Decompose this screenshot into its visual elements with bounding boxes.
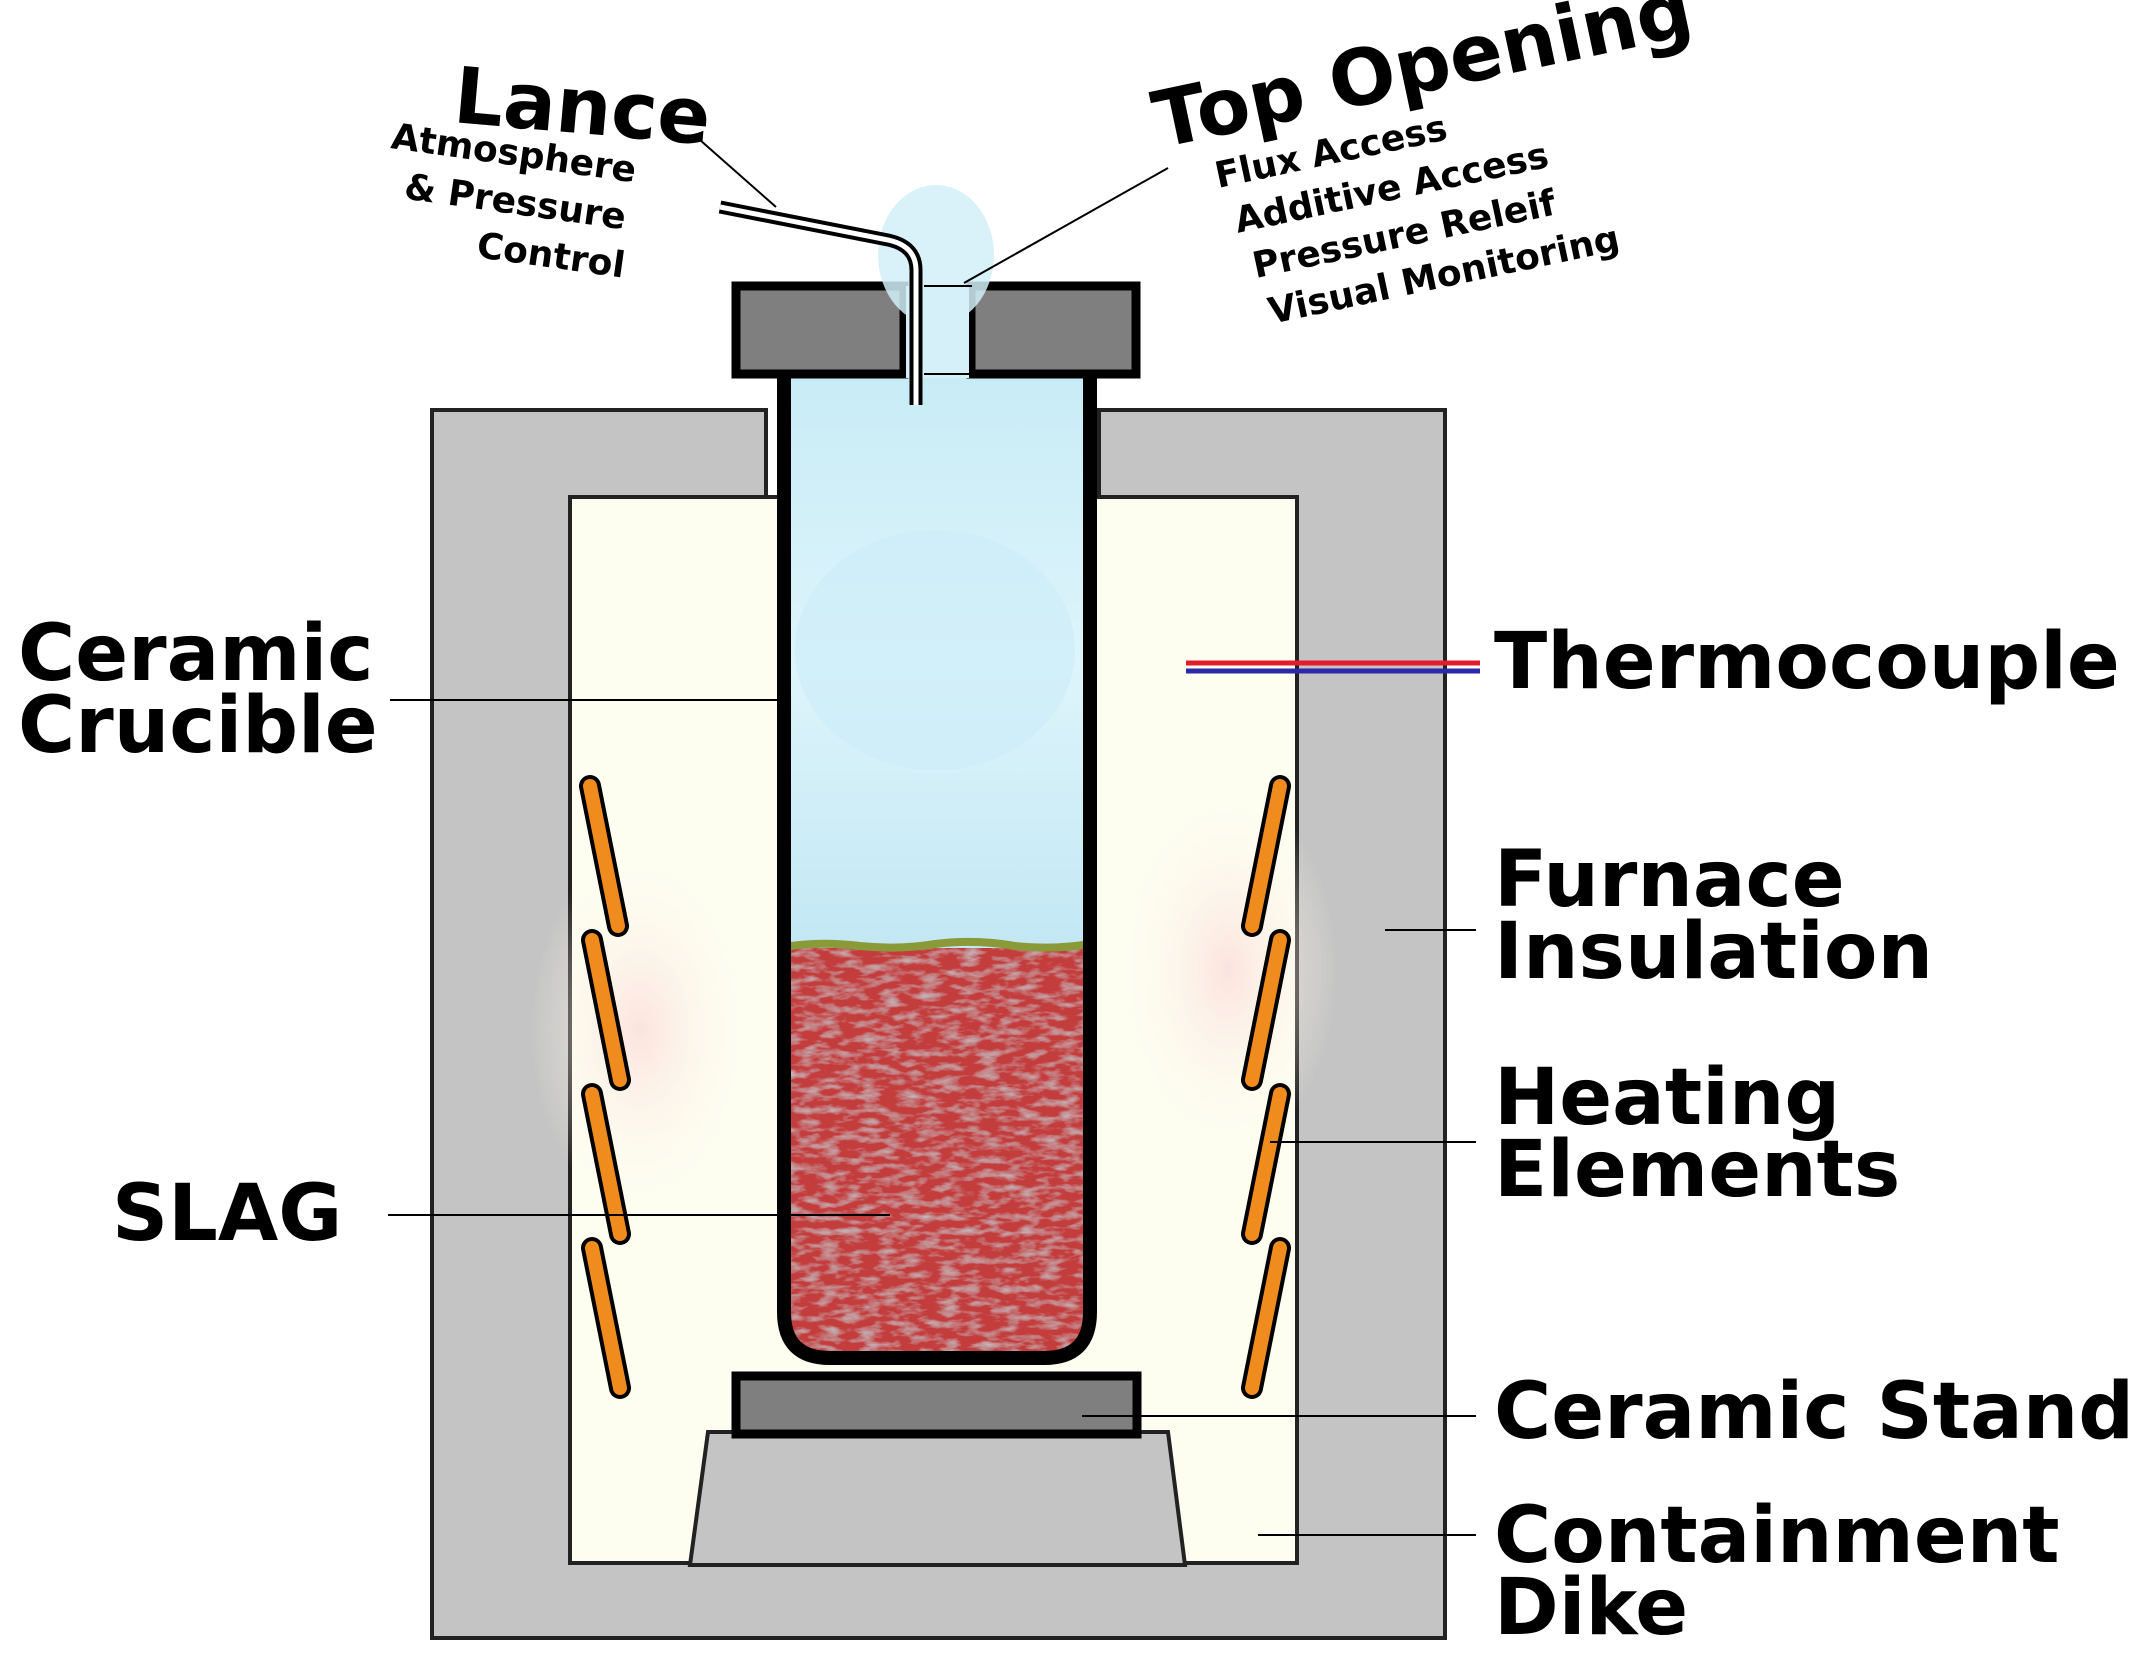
heating-element-4 [585,1241,627,1395]
thermocouple-label: Thermocouple [1494,617,2120,707]
heating-element-5 [1245,779,1287,933]
containment-dike-label-1: Containment [1494,1491,2060,1581]
heating-element-6 [1245,933,1287,1087]
containment-dike [687,1430,1188,1567]
ceramic-stand [731,1371,1142,1439]
furnace-insulation-label-1: Furnace [1494,835,1845,925]
ceramic-stand-label: Ceramic Stand [1494,1367,2134,1457]
ceramic-crucible-label-1: Ceramic [18,609,374,699]
crucible-gas-haze [795,530,1075,770]
slag [784,948,1090,1356]
leader-top-opening [963,167,1169,284]
heat-glow-right [1118,790,1338,1150]
heating-elements [579,775,1291,1399]
heating-element-2 [585,933,627,1087]
lance-bore [719,204,919,405]
lance-label: Lance [450,51,714,163]
heating-elements-label-2: Elements [1494,1125,1900,1215]
ceramic-crucible [777,378,1097,1365]
heating-element-1 [583,779,625,933]
slag-surface [783,937,1091,952]
leader-lance [699,139,777,208]
lid-block-right [966,281,1141,379]
heating-element-7 [1245,1087,1287,1241]
top-opening-sublabel-group: Flux Access Additive Access Pressure Rel… [1211,108,1623,333]
heat-glow-left [530,850,750,1210]
furnace-insulation-label-2: Insulation [1494,907,1933,997]
ceramic-crucible-label-2: Crucible [18,681,378,771]
heating-elements-label-1: Heating [1494,1053,1840,1143]
heating-element-3 [585,1087,627,1241]
containment-dike-label-2: Dike [1494,1563,1688,1653]
heating-element-8 [1245,1241,1287,1395]
lid-block-left [731,281,909,379]
lance-label-group: Lance [450,51,714,163]
slag-label: SLAG [112,1169,342,1259]
